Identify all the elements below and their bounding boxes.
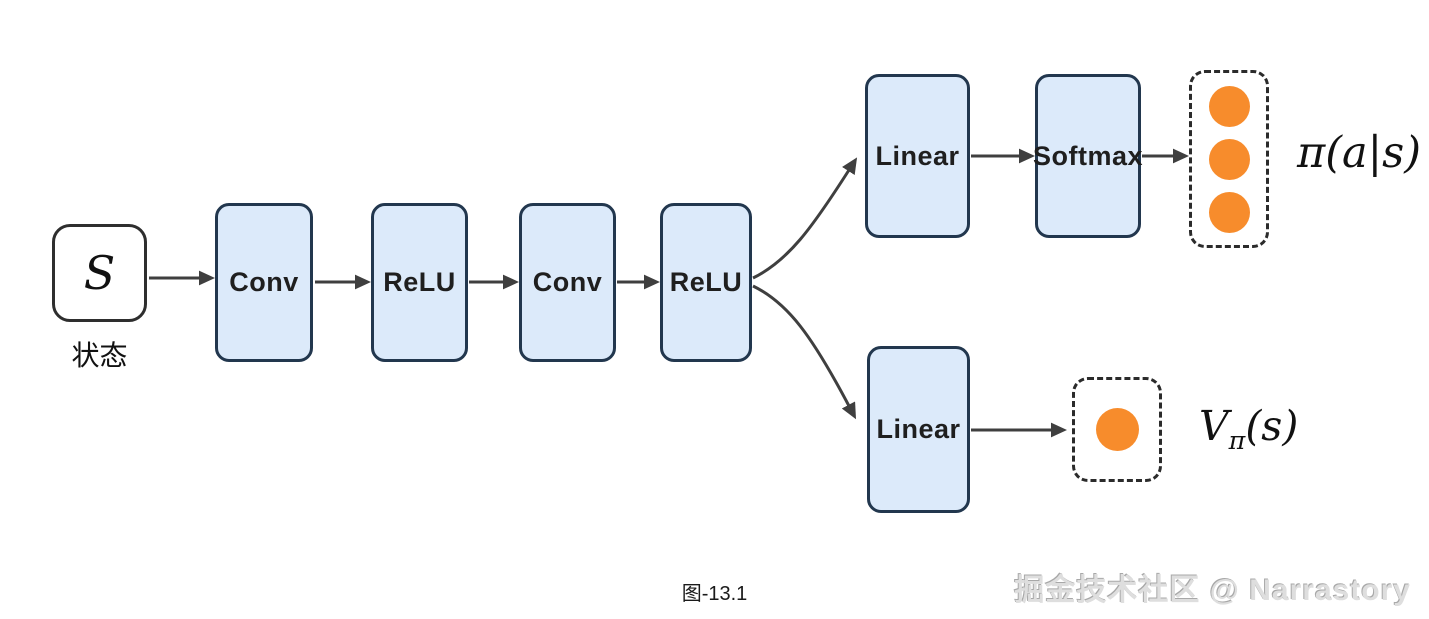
state-label: S [83, 246, 116, 300]
policy-neuron-1 [1208, 85, 1250, 127]
node-conv2: Conv [519, 203, 616, 362]
conv2-label: Conv [532, 267, 603, 297]
watermark: 掘金技术社区 @ Narrastory [1014, 574, 1411, 607]
node-relu1: ReLU [371, 203, 468, 362]
node-relu2: ReLU [660, 203, 752, 362]
arrow-relu2-to-value-linear [752, 284, 857, 420]
value-label-pi-subscript: π [1228, 425, 1246, 456]
policy-neuron-2 [1208, 138, 1250, 180]
policy-output-box [1189, 70, 1269, 248]
softmax-label: Softmax [1032, 140, 1144, 171]
arrow-relu2-to-policy-linear [752, 157, 858, 280]
node-value-linear: Linear [867, 346, 970, 513]
conv1-label: Conv [229, 267, 299, 297]
value-label-v: V [1199, 402, 1229, 450]
state-caption: 状态 [71, 340, 128, 371]
policy-neuron-3 [1208, 191, 1250, 233]
value-output-label: Vπ(s) [1199, 402, 1299, 453]
value-label-arg: (s) [1245, 402, 1299, 450]
value-linear-label: Linear [876, 414, 961, 444]
node-conv1: Conv [215, 203, 313, 362]
value-neuron [1095, 408, 1139, 451]
policy-output-label: π(a|s) [1297, 128, 1422, 178]
relu2-label: ReLU [669, 267, 743, 297]
policy-linear-label: Linear [875, 140, 960, 171]
node-policy-linear: Linear [865, 74, 970, 238]
relu1-label: ReLU [383, 267, 456, 297]
node-state-input: S [52, 224, 147, 322]
value-output-box [1072, 377, 1162, 482]
node-softmax: Softmax [1032, 74, 1144, 238]
figure-caption: 图-13.1 [681, 583, 748, 605]
